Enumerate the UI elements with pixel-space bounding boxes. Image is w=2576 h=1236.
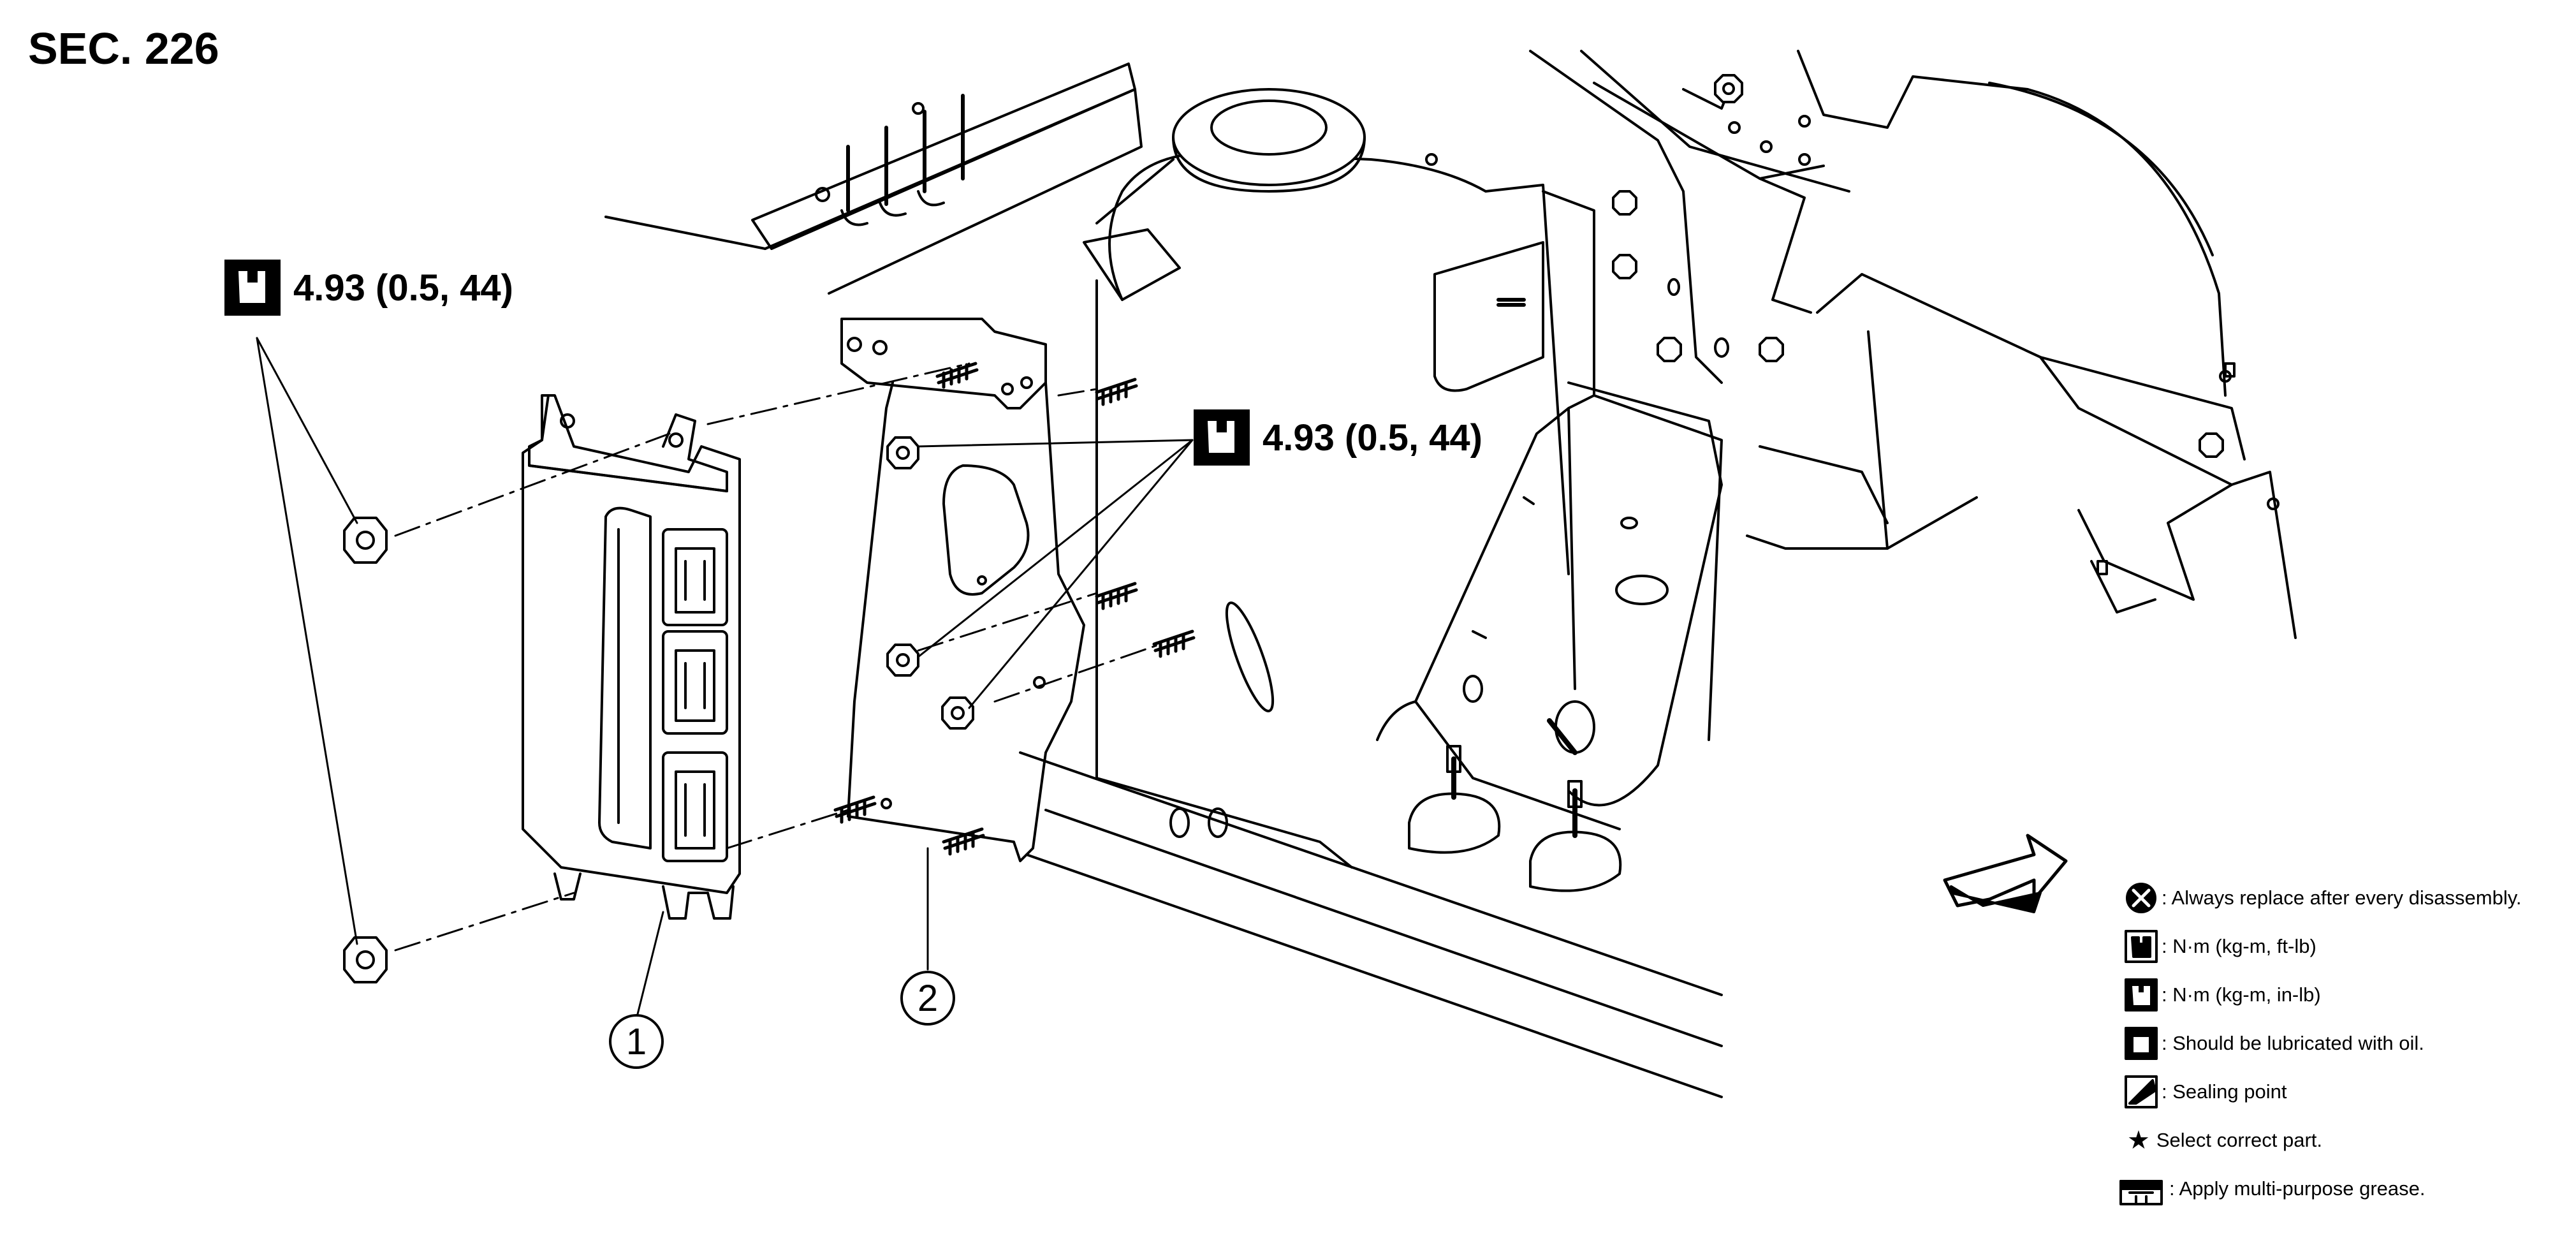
torque-value: 4.93 (0.5, 44) bbox=[293, 267, 513, 309]
legend-text: : Should be lubricated with oil. bbox=[2162, 1032, 2424, 1054]
legend-text: : N·m (kg-m, in-lb) bbox=[2162, 983, 2321, 1006]
torque-wrench-icon bbox=[1194, 409, 1250, 466]
symbol-legend: : Always replace after every disassembly… bbox=[2123, 874, 2570, 1213]
torque-inlb-icon bbox=[2125, 978, 2158, 1012]
ecm-bracket bbox=[840, 318, 1085, 862]
legend-item-sealing: : Sealing point bbox=[2123, 1068, 2570, 1116]
torque-wrench-icon bbox=[224, 260, 281, 316]
legend-text: : Always replace after every disassembly… bbox=[2162, 887, 2522, 909]
body-cowl bbox=[604, 63, 1181, 301]
legend-text: : Sealing point bbox=[2162, 1080, 2287, 1103]
torque-callout-bracket: 4.93 (0.5, 44) bbox=[1192, 408, 1482, 467]
legend-item-select: ★ Select correct part. bbox=[2123, 1116, 2570, 1165]
ecm-unit bbox=[522, 394, 741, 920]
legend-text: : Apply multi-purpose grease. bbox=[2169, 1177, 2426, 1200]
inner-fender bbox=[1169, 190, 1723, 838]
callout-part-2: 2 bbox=[900, 971, 955, 1026]
torque-value: 4.93 (0.5, 44) bbox=[1262, 416, 1482, 459]
oil-can-icon bbox=[2125, 1027, 2158, 1060]
legend-item-torque-ftlb: : N·m (kg-m, ft-lb) bbox=[2123, 922, 2570, 971]
torque-leaders bbox=[256, 337, 1194, 945]
torque-ftlb-icon bbox=[2125, 930, 2158, 963]
front-arrow-icon bbox=[1943, 834, 2068, 913]
legend-text: : N·m (kg-m, ft-lb) bbox=[2162, 935, 2316, 957]
engine-mount-bushings bbox=[1408, 700, 1622, 892]
replace-x-icon bbox=[2126, 883, 2156, 913]
torque-callout-ecm: 4.93 (0.5, 44) bbox=[223, 258, 513, 317]
callout-part-1: 1 bbox=[609, 1014, 664, 1069]
legend-text: Select correct part. bbox=[2156, 1129, 2323, 1151]
section-title: SEC. 226 bbox=[28, 24, 219, 73]
frame-rail bbox=[1019, 751, 1723, 1098]
ecm-mount-nuts bbox=[343, 517, 388, 983]
body-bolts bbox=[1612, 74, 2224, 458]
callout-leaders bbox=[636, 847, 929, 1015]
legend-item-grease: : Apply multi-purpose grease. bbox=[2123, 1165, 2570, 1213]
bracket-studs bbox=[833, 362, 1196, 856]
assembly-lines bbox=[394, 362, 1162, 952]
fender-bracket bbox=[1529, 50, 2297, 639]
grease-icon bbox=[2119, 1180, 2163, 1205]
sealing-icon bbox=[2125, 1075, 2158, 1108]
legend-item-replace: : Always replace after every disassembly… bbox=[2123, 874, 2570, 922]
strut-tower bbox=[1095, 88, 1570, 779]
legend-item-oil: : Should be lubricated with oil. bbox=[2123, 1019, 2570, 1068]
star-icon: ★ bbox=[2127, 1126, 2150, 1154]
legend-icons bbox=[2119, 883, 2163, 1205]
legend-item-torque-inlb: : N·m (kg-m, in-lb) bbox=[2123, 971, 2570, 1019]
bracket-nuts bbox=[886, 436, 974, 730]
